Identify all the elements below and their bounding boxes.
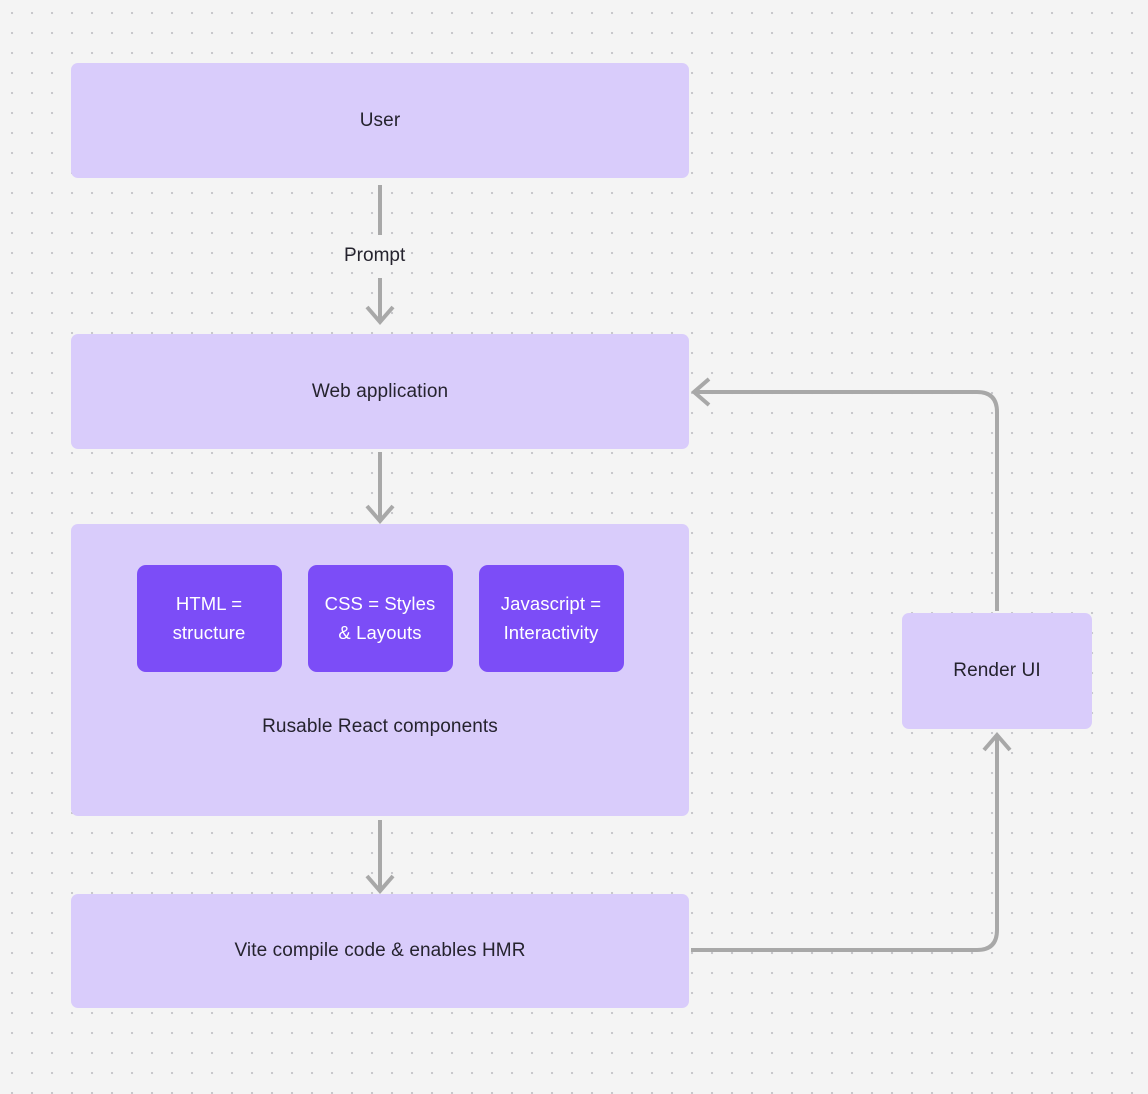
chip-javascript[interactable]: Javascript = Interactivity — [478, 565, 624, 672]
edge-webapp-to-components — [365, 452, 395, 525]
node-vite-compile-label: Vite compile code & enables HMR — [234, 940, 526, 962]
node-react-components[interactable]: HTML = structure CSS = Styles & Layouts … — [71, 524, 689, 816]
node-web-application-label: Web application — [311, 380, 449, 402]
node-render-ui-label: Render UI — [953, 660, 1041, 682]
edge-vite-to-render — [691, 731, 1012, 952]
chip-javascript-label: Javascript = Interactivity — [500, 592, 602, 643]
node-user-label: User — [359, 109, 401, 131]
node-vite-compile[interactable]: Vite compile code & enables HMR — [71, 894, 689, 1008]
react-components-caption: Rusable React components — [262, 716, 498, 737]
chip-row: HTML = structure CSS = Styles & Layouts … — [71, 565, 689, 672]
node-render-ui[interactable]: Render UI — [902, 613, 1092, 729]
edge-render-to-webapp — [690, 377, 999, 611]
node-user[interactable]: User — [71, 63, 689, 178]
edge-label-prompt: Prompt — [344, 245, 406, 266]
chip-html-label: HTML = structure — [172, 592, 246, 643]
edge-components-to-vite — [365, 820, 395, 895]
chip-css-label: CSS = Styles & Layouts — [324, 592, 436, 643]
chip-css[interactable]: CSS = Styles & Layouts — [307, 565, 453, 672]
chip-html[interactable]: HTML = structure — [136, 565, 282, 672]
node-web-application[interactable]: Web application — [71, 334, 689, 449]
